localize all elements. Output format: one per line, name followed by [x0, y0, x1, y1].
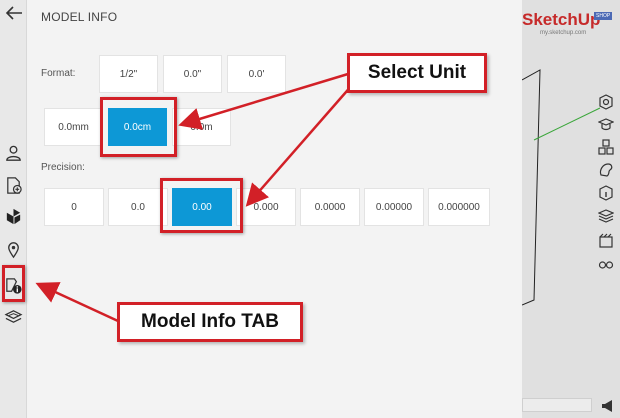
materials-icon[interactable]	[596, 160, 616, 180]
format-option-cm[interactable]: 0.0cm	[108, 108, 167, 146]
panel-title: MODEL INFO	[41, 10, 118, 24]
display-icon[interactable]	[596, 255, 616, 275]
layers-stack-icon[interactable]	[3, 306, 24, 327]
format-option-decimal-feet[interactable]: 0.0'	[227, 55, 286, 93]
logo-badge: SHOP	[594, 12, 613, 20]
precision-option-1[interactable]: 0.0	[108, 188, 168, 226]
model-info-tab-callout: Model Info TAB	[117, 302, 303, 342]
styles-icon[interactable]	[596, 92, 616, 112]
precision-label: Precision:	[41, 162, 85, 173]
left-icon-rail	[0, 0, 27, 418]
components-panel-icon[interactable]	[596, 137, 616, 157]
user-icon[interactable]	[3, 143, 24, 164]
scenes-icon[interactable]	[596, 231, 616, 251]
logo-subtitle: my.sketchup.com	[540, 30, 587, 36]
format-option-mm[interactable]: 0.0mm	[44, 108, 103, 146]
precision-option-0[interactable]: 0	[44, 188, 104, 226]
instructor-icon[interactable]	[596, 114, 616, 134]
format-option-m[interactable]: 0.0m	[172, 108, 231, 146]
precision-option-4[interactable]: 0.0000	[300, 188, 360, 226]
format-option-decimal-inch[interactable]: 0.0"	[163, 55, 222, 93]
sketchup-logo: SketchUp SHOP my.sketchup.com	[522, 10, 613, 36]
layers-icon[interactable]	[596, 206, 616, 226]
viewport-geometry	[522, 69, 601, 306]
entity-info-icon[interactable]	[596, 183, 616, 203]
back-arrow-icon[interactable]	[3, 3, 25, 23]
megaphone-icon[interactable]	[600, 399, 616, 413]
select-unit-callout: Select Unit	[347, 53, 487, 93]
precision-option-5[interactable]: 0.00000	[364, 188, 424, 226]
components-icon[interactable]	[3, 206, 24, 227]
location-icon[interactable]	[3, 239, 24, 260]
format-label: Format:	[41, 68, 76, 79]
precision-option-6[interactable]: 0.000000	[428, 188, 490, 226]
precision-option-2[interactable]: 0.00	[172, 188, 232, 226]
status-input-bar[interactable]	[522, 398, 592, 412]
add-file-icon[interactable]	[3, 175, 24, 196]
3d-viewport[interactable]	[522, 0, 620, 418]
precision-option-3[interactable]: 0.000	[236, 188, 296, 226]
model-info-icon[interactable]	[3, 275, 24, 296]
format-option-fraction-inch[interactable]: 1/2"	[99, 55, 158, 93]
